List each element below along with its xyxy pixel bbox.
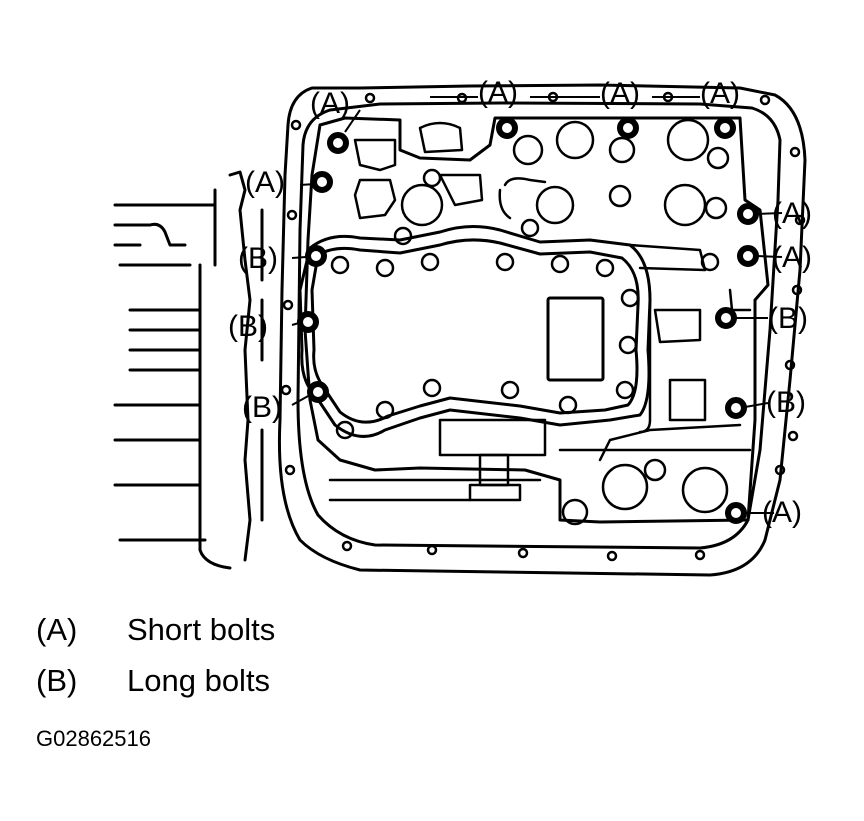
transmission-case <box>113 170 264 570</box>
separator-plate <box>298 225 652 438</box>
callout-a: (A) <box>600 77 640 110</box>
leader-lines <box>291 96 783 514</box>
short-bolt <box>725 502 747 524</box>
bolt-heads <box>297 117 759 524</box>
valve-body-outline <box>303 116 770 524</box>
callout-a: (A) <box>245 166 285 199</box>
long-bolt <box>715 307 737 329</box>
short-bolt <box>737 203 759 225</box>
short-bolt <box>327 132 349 154</box>
callout-a: (A) <box>762 496 802 529</box>
callout-b: (B) <box>768 302 808 335</box>
callout-a: (A) <box>772 197 812 230</box>
callout-b: (B) <box>228 310 268 343</box>
long-bolt <box>297 311 319 333</box>
figure-id: G02862516 <box>36 726 151 751</box>
pan-flange <box>277 83 807 577</box>
callout-a: (A) <box>772 241 812 274</box>
callout-a: (A) <box>478 76 518 109</box>
long-bolt <box>725 397 747 419</box>
callout-a: (A) <box>700 77 740 110</box>
legend-code-a: (A) <box>36 612 78 647</box>
callout-b: (B) <box>766 386 806 419</box>
short-bolt <box>617 117 639 139</box>
short-bolt <box>496 117 518 139</box>
long-bolt <box>305 245 327 267</box>
callout-b: (B) <box>238 242 278 275</box>
flange-holes <box>280 91 806 562</box>
callout-a: (A) <box>310 87 350 120</box>
short-bolt <box>737 245 759 267</box>
long-bolt <box>307 381 329 403</box>
valve-body-drawing: (A) (A) (A) (A) (A) (A) (A) (A) (B) (B) … <box>113 76 812 577</box>
legend-description-b: Long bolts <box>127 663 271 698</box>
legend-description-a: Short bolts <box>127 612 276 647</box>
legend-code-b: (B) <box>36 663 78 698</box>
short-bolt <box>714 117 736 139</box>
short-bolt <box>311 171 333 193</box>
callout-b: (B) <box>242 391 282 424</box>
